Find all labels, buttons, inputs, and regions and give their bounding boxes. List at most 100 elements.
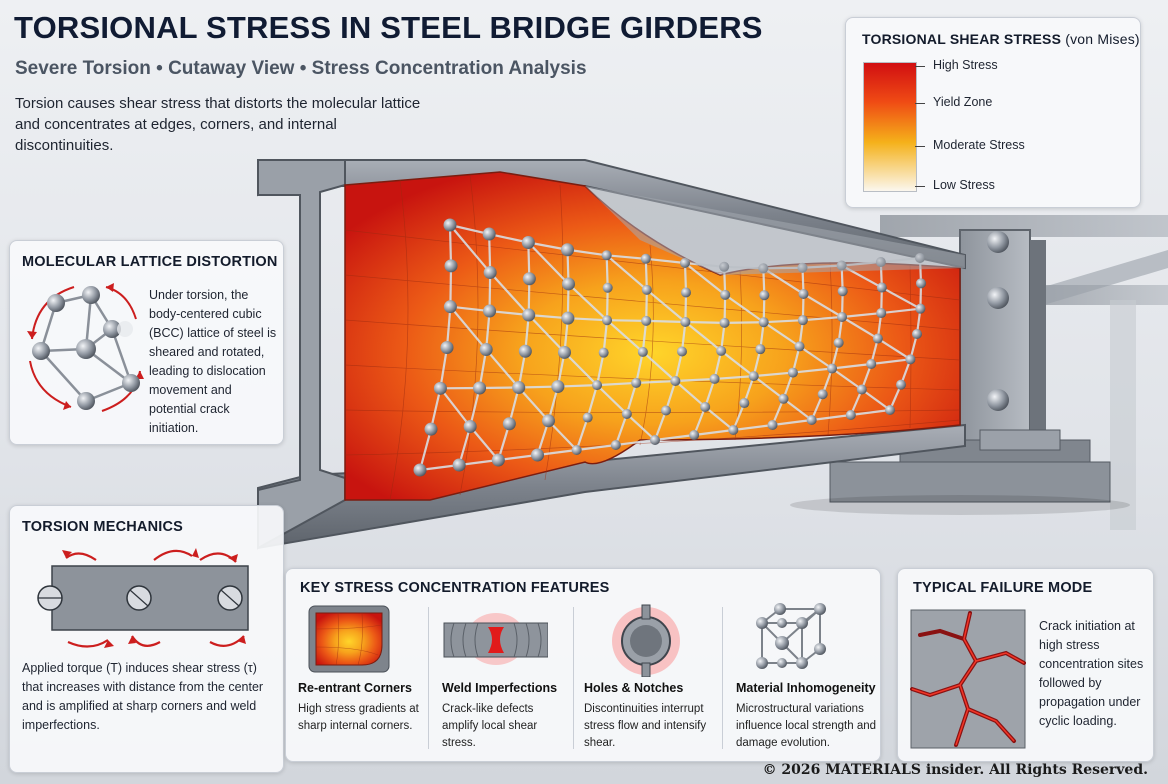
lattice-atom [610, 440, 621, 450]
lattice-bond [684, 262, 726, 296]
legend-level-yield: Yield Zone [933, 95, 993, 109]
lattice-atom [571, 445, 582, 455]
legend-level-low: Low Stress [933, 178, 995, 192]
lattice-bond [439, 347, 449, 389]
lattice-atom [542, 414, 555, 428]
lattice-atom [915, 303, 926, 314]
lattice-atom [483, 266, 497, 280]
legend-title-main: TORSIONAL SHEAR STRESS [862, 31, 1062, 47]
lattice-bond [871, 358, 911, 366]
lattice-bond [596, 384, 628, 415]
lattice-atom [601, 250, 612, 261]
lattice-atom [845, 410, 856, 420]
lattice-bond [615, 438, 656, 447]
lattice-bond [802, 293, 843, 318]
lattice-atom [758, 317, 769, 328]
lattice-atom [558, 345, 571, 359]
bolt-icon [987, 231, 1009, 253]
lattice-atom [709, 373, 720, 384]
lattice-bond [488, 232, 529, 244]
lattice-bond [418, 428, 433, 471]
lattice-bond [704, 406, 735, 431]
legend-title-suffix: (von Mises) [1065, 31, 1140, 47]
lattice-atom [522, 272, 536, 286]
lattice-bond [641, 320, 648, 353]
lattice-bond [645, 257, 686, 265]
lattice-atom [759, 290, 770, 301]
lattice-bond [753, 375, 785, 400]
lattice-atom [413, 463, 427, 477]
lattice-bond [733, 423, 773, 432]
lattice-bond [664, 380, 677, 411]
lattice-bond [576, 443, 616, 452]
stress-legend-panel: TORSIONAL SHEAR STRESS (von Mises) High … [845, 17, 1141, 208]
lattice-bond [586, 384, 599, 418]
lattice-atom [562, 277, 575, 291]
intro-text: Torsion causes shear stress that distort… [15, 95, 421, 154]
feature-title-weld: Weld Imperfections [442, 681, 558, 695]
lattice-atom [787, 367, 798, 378]
lattice-atom [755, 344, 766, 355]
lattice-atom [602, 315, 613, 326]
feature-divider [573, 607, 574, 749]
lattice-bond [714, 375, 754, 381]
lattice-bond [694, 428, 734, 437]
torsion-mechanics-panel: TORSION MECHANICS Applied torque (T) ind… [9, 505, 284, 773]
lattice-bond [841, 311, 882, 319]
lattice-bond [595, 352, 605, 386]
lattice-atom [637, 346, 648, 357]
lattice-atom [522, 308, 536, 322]
lattice-atom [661, 405, 671, 416]
lattice-atom [521, 236, 535, 249]
copyright-notice: © 2026 MATERIALS insider. All Rights Res… [762, 762, 1148, 778]
lattice-bond [645, 289, 648, 321]
lattice-atom [650, 435, 660, 445]
lattice-atom [598, 347, 609, 358]
lattice-bond [439, 387, 472, 428]
lattice-distortion-panel: MOLECULAR LATTICE DISTORTION Under torsi… [9, 240, 284, 445]
lattice-bond [479, 386, 519, 390]
lattice-atom [739, 398, 750, 409]
lattice-bond [605, 255, 609, 288]
lattice-atom [912, 329, 922, 339]
feature-title-re-entrant: Re-entrant Corners [298, 681, 412, 695]
lattice-bond [528, 313, 568, 320]
lattice-bond [675, 377, 715, 383]
key-features-panel: KEY STRESS CONCENTRATION FEATURES Re-ent… [285, 568, 881, 762]
lattice-bond [881, 307, 921, 315]
lattice-bond [607, 319, 647, 322]
lattice-atom [463, 420, 477, 434]
legend-level-moderate: Moderate Stress [933, 138, 1025, 152]
lattice-bond [685, 320, 725, 324]
bcc-lattice-icon [27, 283, 144, 412]
lattice-atom [473, 381, 487, 395]
lattice-bond [646, 319, 686, 324]
bolt-icon [987, 389, 1009, 411]
hole-notch-icon [612, 604, 680, 677]
weld-imperfection-icon [443, 613, 548, 665]
lattice-bond [782, 397, 813, 421]
feature-desc-weld: Crack-like defects amplify local shear s… [442, 703, 538, 749]
lattice-bond [575, 417, 589, 451]
lattice-atom [641, 315, 652, 326]
lattice-bond [527, 241, 570, 285]
lattice-bond [605, 254, 648, 291]
lattice-atom [592, 380, 603, 391]
re-entrant-corner-icon [308, 605, 390, 673]
lattice-bond [449, 224, 492, 274]
lattice-atom [885, 405, 895, 415]
lattice-bond [528, 241, 568, 251]
lattice-bond [469, 425, 500, 461]
lattice-bond [772, 418, 812, 427]
legend-level-high: High Stress [933, 58, 998, 72]
lattice-bond [563, 351, 598, 386]
lattice-atom [621, 408, 632, 419]
lattice-bond [469, 387, 481, 427]
lattice-bond [567, 317, 608, 322]
lattice-atom [443, 300, 457, 314]
lattice-atom [670, 376, 681, 386]
lattice-bond [831, 367, 863, 391]
lattice-atom [689, 430, 700, 440]
lattice-bond [445, 306, 452, 348]
lattice-bond [596, 381, 637, 387]
